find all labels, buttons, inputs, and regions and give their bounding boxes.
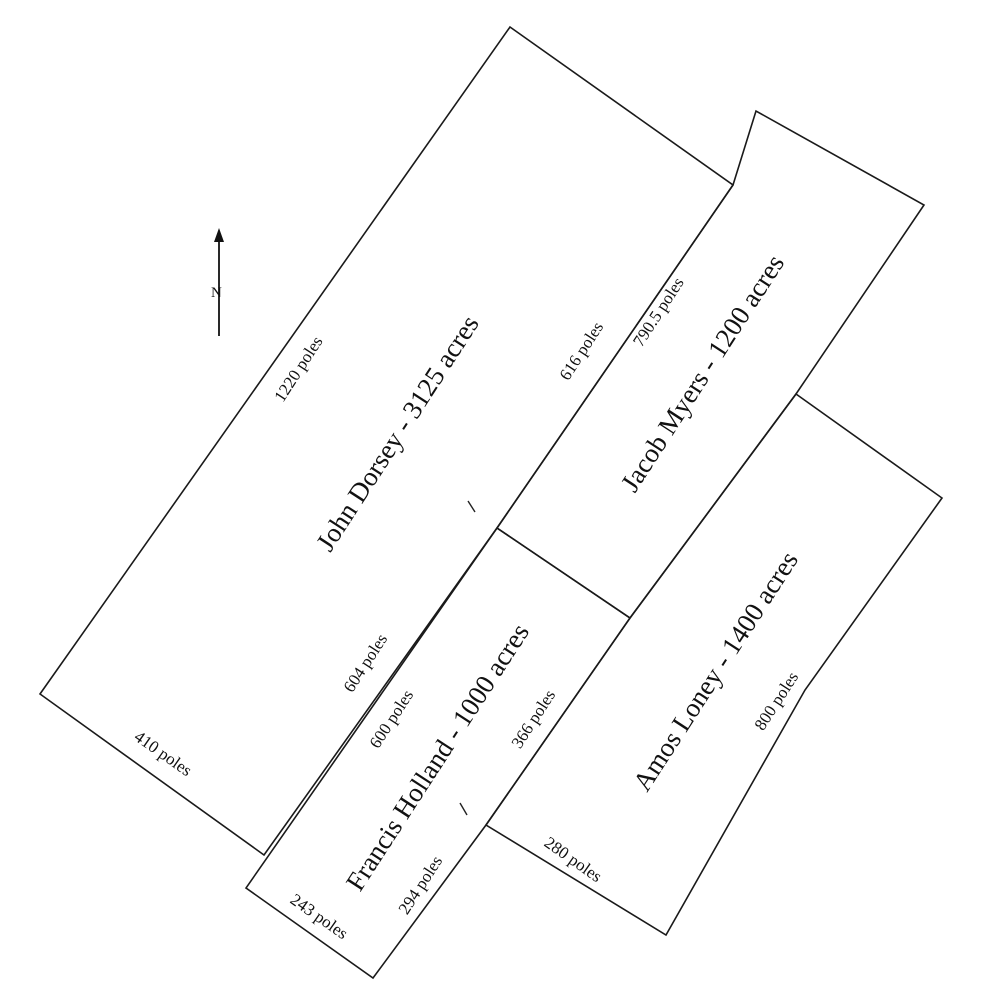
tract-john-dorsey-east-lower-side: 604 poles xyxy=(340,630,392,695)
tract-amos-loney-boundary xyxy=(484,392,944,937)
north-arrow-label: N xyxy=(211,285,222,301)
tract-francis-holland-inner-side: 294 poles xyxy=(395,852,447,917)
tract-jacob-myers-northwest-side: 790.5 poles xyxy=(629,274,688,350)
tract-francis-holland-southeast-side: 366 poles xyxy=(508,686,560,751)
tract-amos-loney-owner: Amos Loney - 1400 acres xyxy=(627,546,804,796)
tract-amos-loney-southeast-side: 800 poles xyxy=(751,668,803,733)
tract-amos-loney: Amos Loney - 1400 acres 800 poles 280 po… xyxy=(484,392,944,937)
tract-john-dorsey-boundary xyxy=(38,25,735,857)
tract-francis-holland-boundary xyxy=(244,526,632,980)
tract-john-dorsey-side-tick xyxy=(467,500,476,513)
tract-francis-holland-northwest-side: 600 poles xyxy=(366,686,418,751)
tract-francis-holland-southwest-side: 243 poles xyxy=(287,890,352,943)
north-arrow: N xyxy=(211,228,224,336)
tract-john-dorsey-northwest-side: 1220 poles xyxy=(270,333,326,406)
tract-jacob-myers-owner: Jacob Myers - 1200 acres xyxy=(615,249,790,497)
tract-john-dorsey-east-upper-side: 616 poles xyxy=(556,318,608,383)
tract-francis-holland: Francis Holland - 1000 acres 600 poles 3… xyxy=(244,526,632,980)
tract-john-dorsey-owner: John Dorsey - 3125 acres xyxy=(310,310,485,557)
north-arrow-head-icon xyxy=(214,228,224,242)
tract-francis-holland-side-tick xyxy=(459,802,468,816)
tract-john-dorsey-southwest-side: 410 poles xyxy=(131,727,196,780)
